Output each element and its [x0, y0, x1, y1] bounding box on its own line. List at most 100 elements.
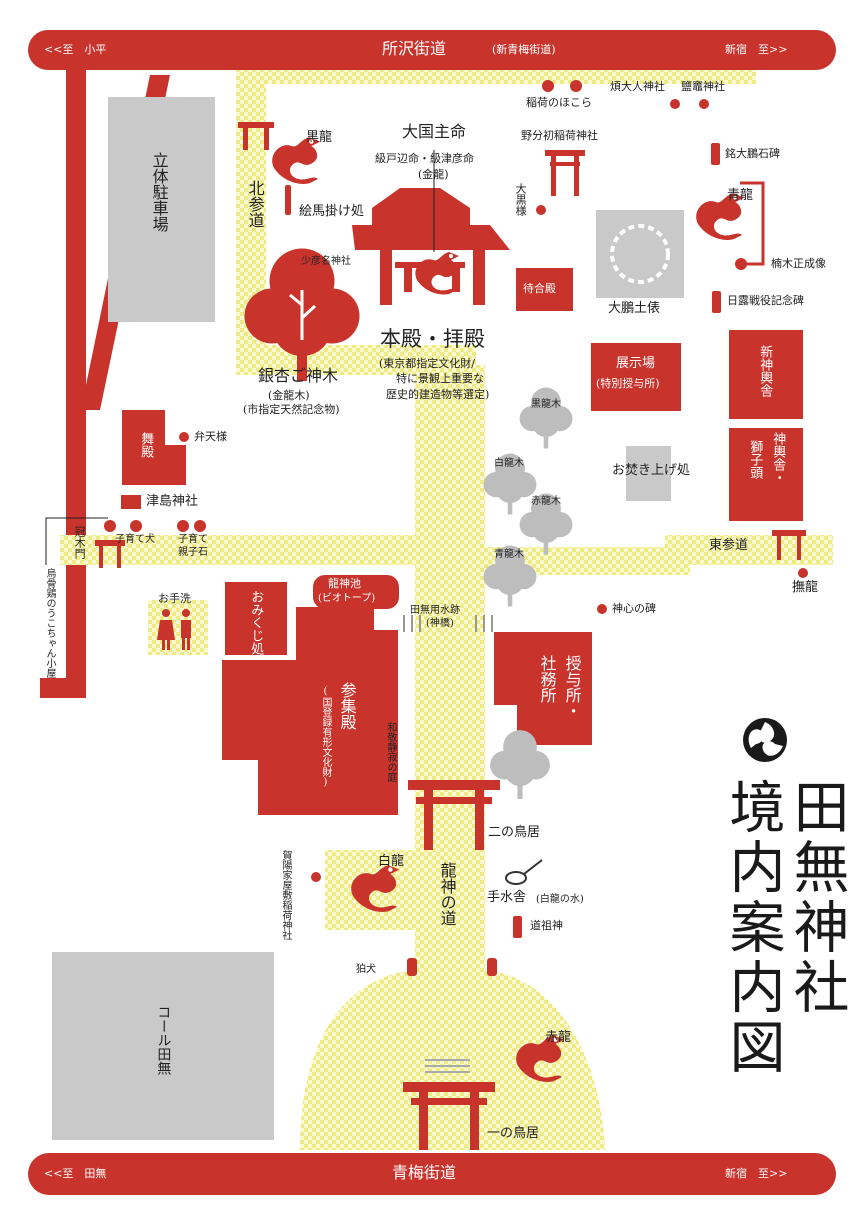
shrine-name: 田無神社 [784, 778, 849, 1018]
ema-marker [285, 185, 291, 215]
war-memorial-label: 日露戦役記念碑 [727, 294, 804, 307]
map-title: 田無神社 境内案内図 [720, 778, 850, 1118]
juyosho [494, 632, 592, 745]
dance-hall-label: 舞殿 [138, 432, 154, 458]
kabukimon-gate [95, 540, 125, 568]
white-tree-label: 白龍木 [494, 458, 524, 469]
ginkgo-note2: (市指定天然記念物) [243, 403, 340, 416]
sukunahikona-label: 少彦名神社 [301, 256, 351, 267]
main-hall-note1: (東京都指定文化財/ [379, 357, 475, 370]
juyosho-label-1: 授与所・ [562, 655, 582, 719]
bonfire-label: お焚き上げ処 [612, 463, 691, 478]
pond-note: (ビオトープ) [318, 593, 376, 604]
mikoshi-house [729, 428, 803, 521]
bottom-road-left: <<至 田無 [44, 1167, 107, 1180]
dragon-road-label: 龍神の道 [437, 862, 457, 926]
west-road-bend [40, 678, 86, 698]
second-torii-label: 二の鳥居 [488, 825, 541, 840]
temizuya-icon [505, 859, 543, 885]
omikuji-label: おみくじ処 [248, 590, 264, 655]
temizuya-label: 手水舎 [487, 890, 527, 905]
inari-hokora-marker [542, 80, 554, 92]
shinshin-marker [597, 604, 607, 614]
kosodate-oyako-line1: 子育て [178, 534, 208, 545]
ukochan-label: 烏骨鶏のうこちゃん小屋 [44, 568, 55, 678]
kosodate-inu-marker [130, 520, 142, 532]
kabukimon-label: 冠木門 [73, 526, 87, 559]
wakei-garden-marker [370, 734, 380, 744]
top-road-left: <<至 小平 [44, 43, 107, 56]
inari-hokora-label: 稲荷のほこら [526, 96, 592, 109]
ginkgo-note1: (金龍木) [268, 389, 310, 402]
dosojin-label: 道祖神 [530, 919, 563, 932]
sub-deities: 級戸辺命・級津彦命 [375, 152, 474, 165]
toilet-icon [157, 609, 191, 650]
waiting-hall-label: 待合殿 [523, 282, 556, 295]
shinshin-label: 神心の碑 [612, 602, 656, 615]
bonfire-area [626, 446, 671, 501]
red-tree-label: 赤龍木 [531, 496, 561, 507]
coal-tanashi-label: コール田無 [155, 1005, 172, 1075]
exhibit-label: 展示場 [616, 356, 656, 371]
new-mikoshi-house [729, 330, 803, 419]
omikuji-house [225, 582, 287, 655]
sukunahikona-marker [286, 257, 296, 267]
main-hall-note3: 歴史的建造物等選定) [386, 388, 490, 401]
stairs [425, 1059, 470, 1073]
kusunoki-label: 楠木正成像 [771, 257, 826, 270]
taiho-stone-marker [711, 143, 720, 165]
top-road [28, 30, 836, 70]
komainu-right-icon [487, 958, 497, 976]
sacred-bridge [403, 615, 493, 632]
ema-label: 絵馬掛け処 [299, 204, 365, 219]
noburi-label: 野分初稲荷神社 [521, 129, 598, 142]
parking-label: 立体駐車場 [149, 152, 169, 232]
shiogama-marker [699, 99, 709, 109]
mikoshi-label-1: 神輿舎・ [770, 432, 786, 484]
new-mikoshi-label: 新神輿舎 [757, 345, 773, 397]
east-torii [772, 530, 806, 560]
hotaijin-marker [670, 99, 680, 109]
temizuya-note: (白龍の水) [536, 894, 584, 905]
bottom-road-right: 新宿 至>> [725, 1167, 788, 1180]
komainu-left-icon [407, 958, 417, 976]
main-hall-note2: 特に景観上重要な [396, 372, 484, 385]
kosodate-inu-label: 子育て犬 [115, 534, 155, 545]
ginkgo-tree [244, 248, 360, 381]
taiho-stone-label: 銘大鵬石碑 [725, 147, 780, 160]
mikoshi-label-2: 獅子頭 [747, 440, 763, 479]
komainu-label: 狛犬 [356, 964, 376, 975]
north-approach-label: 北参道 [245, 180, 265, 228]
red-dragon-label: 赤龍 [545, 1030, 572, 1045]
deity-note: (金龍) [418, 168, 449, 181]
benten-label: 弁天様 [194, 430, 227, 443]
daikoku-label: 大黒様 [514, 183, 528, 216]
sanshuden-label: 参集殿 [337, 682, 357, 730]
blue-tree-label: 青龍木 [494, 549, 524, 560]
tsushima-shrine [121, 495, 141, 509]
map-subtitle: 境内案内図 [720, 778, 785, 1078]
first-torii [403, 1082, 495, 1150]
blue-dragon-label: 青龍 [727, 188, 754, 203]
sumo-ring-label: 大鵬土俵 [608, 301, 661, 316]
kayoke-label: 賀陽家屋敷稲荷神社 [280, 850, 291, 940]
kosodate-oyako-line2: 親子石 [178, 547, 208, 558]
main-hall-name: 本殿・拝殿 [380, 327, 485, 351]
water-trace-note: (神橋) [426, 618, 454, 629]
second-torii [408, 780, 500, 850]
noburi-torii [545, 150, 585, 196]
nade-ryu-label: 撫龍 [792, 580, 819, 595]
water-trace-label: 田無用水跡 [410, 605, 460, 616]
wakei-garden-label: 和敬静寂の庭 [385, 722, 396, 782]
top-road-name: 所沢街道 [382, 39, 447, 58]
dosojin-marker [513, 916, 522, 938]
exhibit-hall [591, 343, 681, 411]
pond-label: 龍神池 [328, 577, 361, 590]
bottom-road-name: 青梅街道 [392, 1163, 457, 1182]
sumo-ring [596, 210, 684, 298]
sanshuden-note: (国登録有形文化財) [320, 686, 331, 788]
kayoke-marker [311, 872, 321, 882]
ginkgo-label: 銀杏ご神木 [258, 366, 339, 385]
